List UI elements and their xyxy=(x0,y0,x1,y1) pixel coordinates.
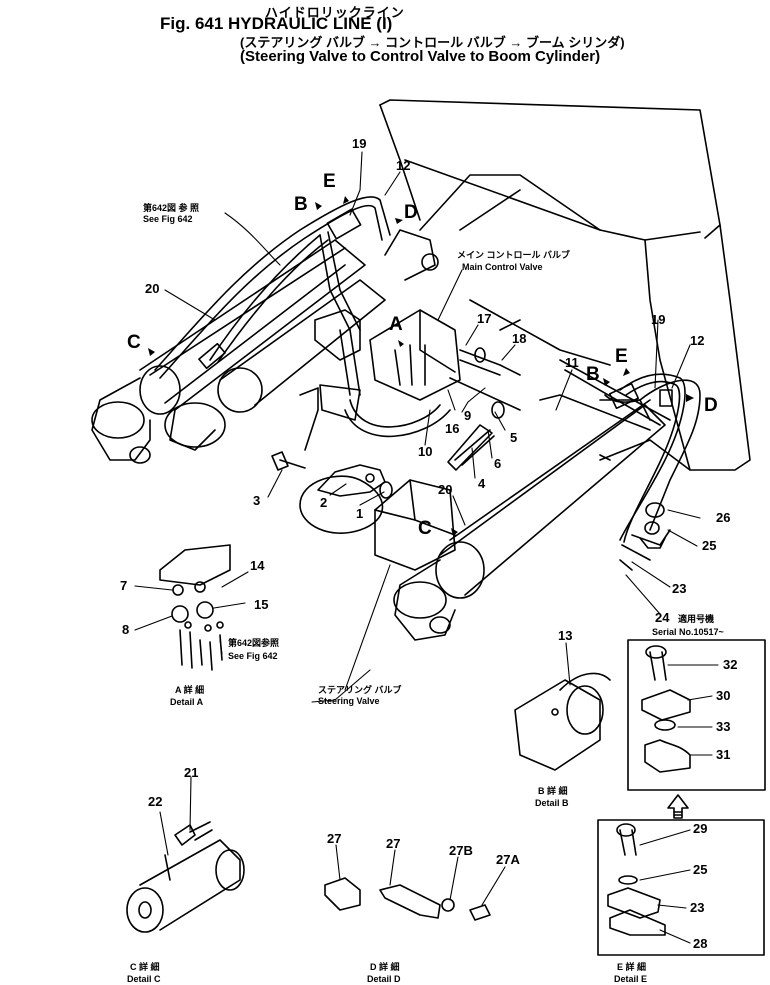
part-number-14: 14 xyxy=(250,558,265,573)
part-number-31: 31 xyxy=(716,747,730,762)
left-boom-cylinder xyxy=(91,229,439,464)
part-number-9: 9 xyxy=(464,408,471,423)
part-number-2: 2 xyxy=(320,495,327,510)
view-arrows xyxy=(148,196,694,536)
view-letter-d-right: D xyxy=(704,395,718,416)
detail-e-jp-caption: E 詳 細 xyxy=(617,961,646,972)
part-number-19-left: 19 xyxy=(352,136,366,151)
detail-e-caption: Detail E xyxy=(614,974,647,984)
view-letter-a: A xyxy=(389,314,403,335)
right-small-parts xyxy=(619,502,666,571)
detail-b-jp-caption: B 詳 細 xyxy=(538,785,568,796)
part-number-18: 18 xyxy=(512,331,526,346)
part-number-26: 26 xyxy=(716,510,730,525)
part-number-8: 8 xyxy=(122,622,129,637)
part-number-27b: 27B xyxy=(449,843,473,858)
serial-detail-box xyxy=(627,639,766,791)
part-number-10: 10 xyxy=(418,444,432,459)
labels: 第642図 参 照 See Fig 642 メイン コントロール バルブ Mai… xyxy=(120,136,737,984)
part-number-4: 4 xyxy=(478,476,486,491)
part-number-30: 30 xyxy=(716,688,730,703)
part-number-13: 13 xyxy=(558,628,572,643)
machine-frame xyxy=(379,99,751,471)
part-number-27-right: 27 xyxy=(386,836,400,851)
part-number-5: 5 xyxy=(510,430,517,445)
see-fig-642-jp-label: 第642図 参 照 xyxy=(143,202,199,213)
view-letter-c-left: C xyxy=(127,332,141,353)
part-number-29: 29 xyxy=(693,821,707,836)
detail-c-jp-caption: C 詳 細 xyxy=(130,961,160,972)
part-number-22: 22 xyxy=(148,794,162,809)
view-letter-d-left: D xyxy=(404,202,418,223)
detail-d-jp-caption: D 詳 細 xyxy=(370,961,400,972)
part-number-23-right: 23 xyxy=(672,581,686,596)
view-letter-b-left: B xyxy=(294,194,308,215)
part-number-16: 16 xyxy=(445,421,459,436)
part-number-25-detail: 25 xyxy=(693,862,707,877)
figure-title: Fig. 641 HYDRAULIC LINE (I) xyxy=(160,14,393,33)
serial-jp-label: 適用号機 xyxy=(678,613,714,624)
detail-b-drawing xyxy=(514,672,611,771)
right-boom-cylinder xyxy=(393,359,671,641)
main-control-valve-jp-label: メイン コントロール バルブ xyxy=(457,249,570,260)
detail-a-jp-caption: A 詳 細 xyxy=(175,684,204,695)
leader-lines xyxy=(134,151,719,944)
detail-d-drawing xyxy=(324,877,491,921)
part-number-11: 11 xyxy=(565,355,579,370)
subtitle-japanese: (ステアリング バルブ → コントロール バルブ → ブーム シリンダ) xyxy=(240,35,625,50)
see-fig-642-label: See Fig 642 xyxy=(143,214,193,224)
steering-valve-label: Steering Valve xyxy=(318,696,380,706)
part-number-23-detail: 23 xyxy=(690,900,704,915)
part-number-32: 32 xyxy=(723,657,737,672)
steering-valve-jp-label: ステアリング バルブ xyxy=(318,684,402,695)
part-number-3: 3 xyxy=(253,493,260,508)
part-number-17: 17 xyxy=(477,311,491,326)
clamp-assembly xyxy=(271,451,393,534)
part-number-7: 7 xyxy=(120,578,127,593)
upward-arrow xyxy=(667,794,689,819)
detail-b-caption: Detail B xyxy=(535,798,569,808)
part-number-28: 28 xyxy=(693,936,707,951)
part-number-1: 1 xyxy=(356,506,363,521)
detail-c-drawing xyxy=(126,821,245,933)
part-number-24: 24 xyxy=(655,610,670,625)
left-hose-bundle xyxy=(154,196,391,379)
part-number-12-right: 12 xyxy=(690,333,704,348)
right-hose-bundle xyxy=(608,373,701,546)
detail-a-drawing xyxy=(159,544,231,671)
serial-label: Serial No.10517~ xyxy=(652,627,724,637)
detail-a-see-fig-label: See Fig 642 xyxy=(228,651,278,661)
detail-a-see-fig-jp-label: 第642図参照 xyxy=(228,637,279,648)
part-number-20-left: 20 xyxy=(145,281,159,296)
main-control-valve xyxy=(299,309,521,451)
detail-d-caption: Detail D xyxy=(367,974,401,984)
view-letter-e-left: E xyxy=(323,171,336,192)
detail-a-caption: Detail A xyxy=(170,697,204,707)
detail-e-box xyxy=(597,819,765,956)
part-number-25-right: 25 xyxy=(702,538,716,553)
view-letter-b-right: B xyxy=(586,364,600,385)
view-letter-e-right: E xyxy=(615,346,628,367)
part-number-27a: 27A xyxy=(496,852,520,867)
part-number-15: 15 xyxy=(254,597,268,612)
detail-c-caption: Detail C xyxy=(127,974,161,984)
main-control-valve-label: Main Control Valve xyxy=(462,262,543,272)
subtitle-english: (Steering Valve to Control Valve to Boom… xyxy=(240,48,601,65)
part-number-27-left: 27 xyxy=(327,831,341,846)
part-number-33: 33 xyxy=(716,719,730,734)
part-number-12-left: 12 xyxy=(396,158,410,173)
part-number-6: 6 xyxy=(494,456,501,471)
view-letter-c-mid: C xyxy=(418,518,432,539)
part-number-21: 21 xyxy=(184,765,198,780)
part-number-20-mid: 20 xyxy=(438,482,452,497)
part-number-19-right: 19 xyxy=(651,312,665,327)
title-japanese: ハイドロリックライン xyxy=(265,5,405,20)
